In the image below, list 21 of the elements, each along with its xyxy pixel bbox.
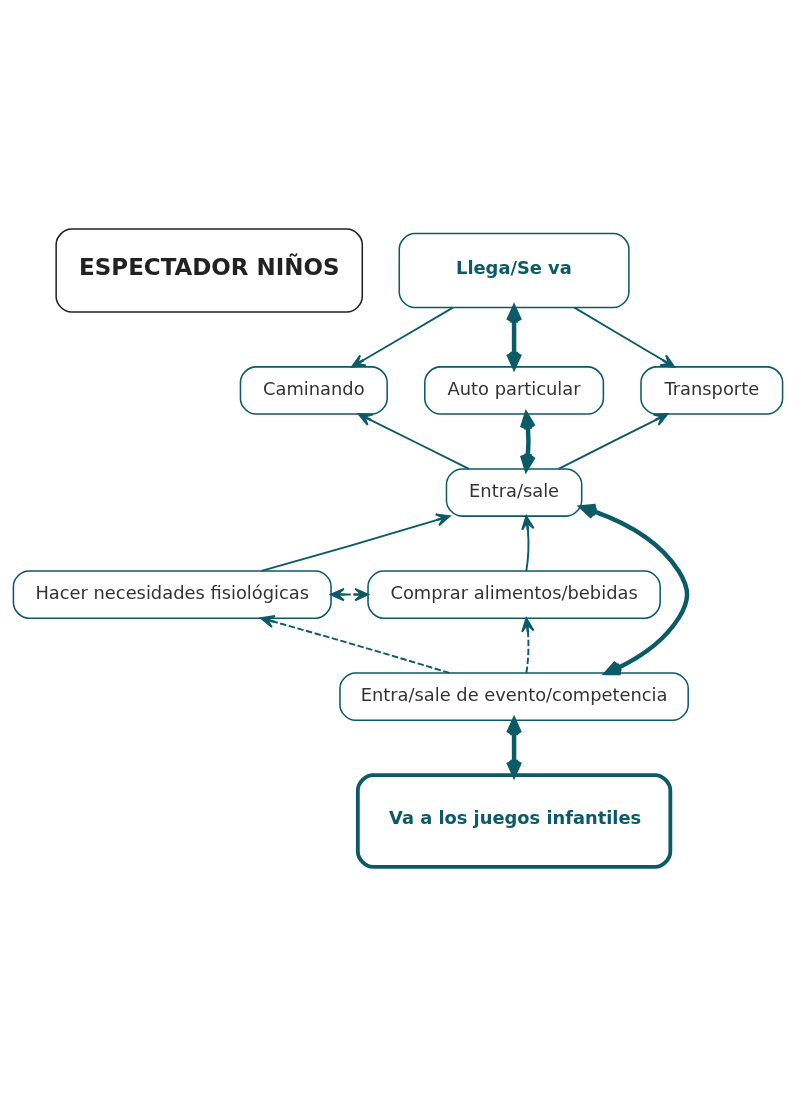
node-box: Entra/sale [445, 468, 583, 517]
node-box: Hacer necesidades fisiológicas [12, 570, 332, 619]
arrow [521, 515, 535, 572]
arrow [351, 306, 454, 368]
arrow [506, 305, 523, 370]
node-box: Auto particular [424, 366, 605, 415]
arrow [579, 503, 690, 676]
node-box: Transporte [640, 366, 784, 415]
arrow [557, 413, 669, 470]
node-box: Va a los juegos infantiles [355, 773, 673, 869]
arrow [573, 306, 676, 368]
node-box: Llega/Se va [398, 232, 630, 309]
arrow [357, 413, 470, 470]
node-box: Comprar alimentos/bebidas [367, 570, 661, 619]
arrow [521, 617, 535, 674]
node-box: ESPECTADOR NIÑOS [55, 228, 364, 313]
node-box: Caminando [239, 366, 388, 415]
arrow [260, 513, 451, 572]
node-box: Entra/sale de evento/competencia [339, 672, 689, 721]
arrow [330, 587, 369, 602]
arrow [260, 615, 451, 674]
